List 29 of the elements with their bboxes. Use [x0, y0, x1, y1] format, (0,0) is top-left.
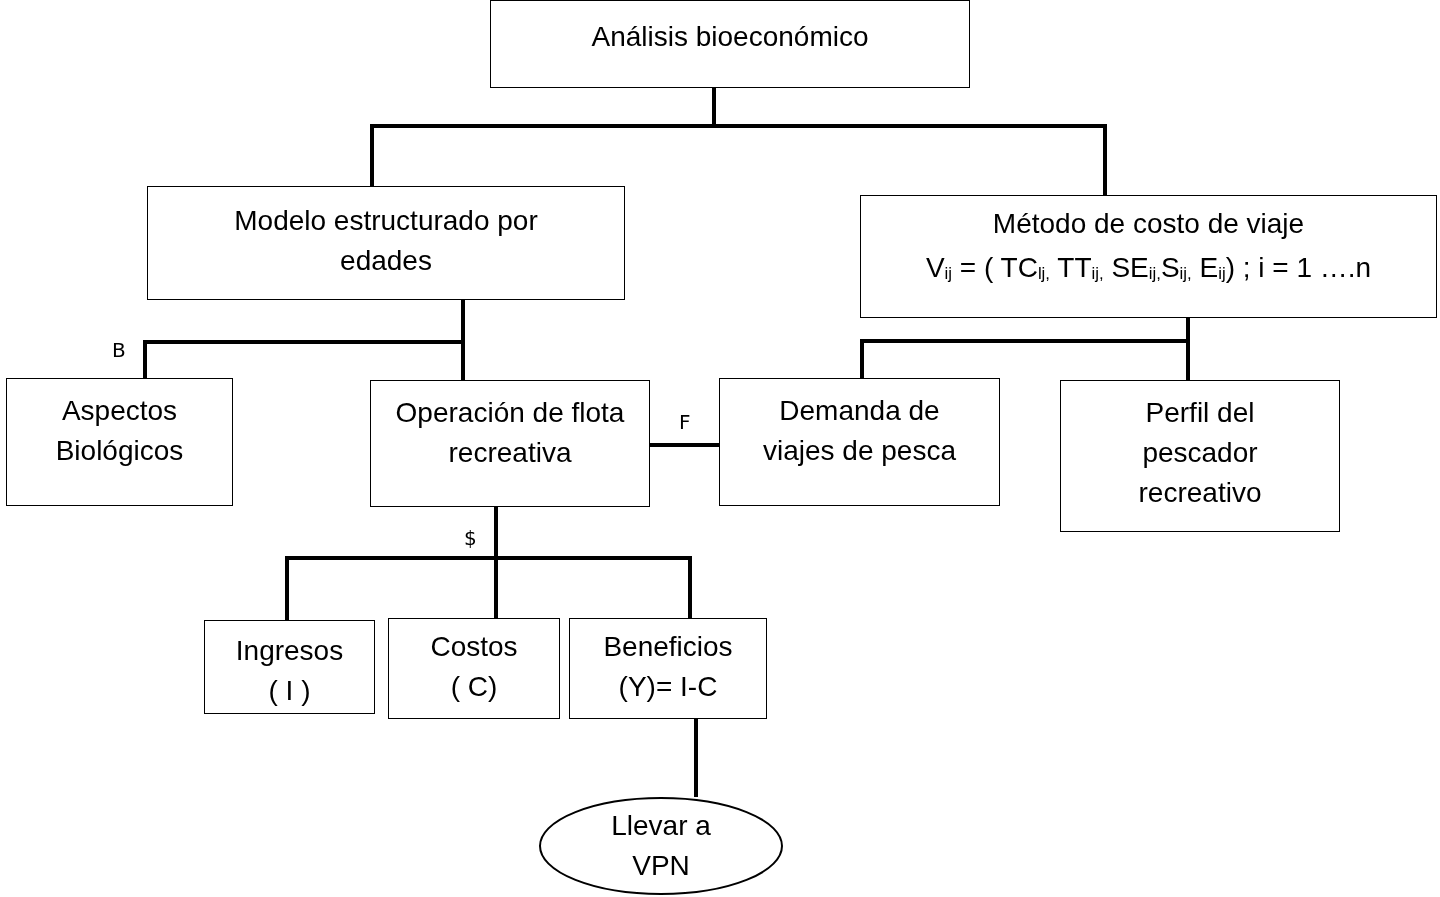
- box-text: Análisis bioeconómico: [591, 20, 869, 54]
- box-text: Método de costo de viaje: [992, 207, 1305, 241]
- box-text: Ingresos ( I ): [234, 634, 345, 708]
- connector-line: [694, 719, 698, 797]
- box-text: Beneficios (Y)= I-C: [602, 630, 734, 704]
- connector-line: [712, 88, 1107, 195]
- box-text: Demanda de viajes de pesca: [762, 394, 957, 468]
- box-text: Modelo estructurado por edades: [233, 204, 539, 278]
- process-box: [388, 618, 560, 719]
- ellipse-text: Llevar a VPN: [610, 809, 712, 883]
- process-box: [6, 378, 233, 506]
- connector-line: [650, 443, 719, 447]
- terminal-ellipse: [539, 797, 783, 895]
- process-box: [370, 380, 650, 507]
- process-box: [860, 195, 1437, 318]
- connector-line: [461, 300, 465, 380]
- connector-line: [494, 507, 692, 618]
- box-text: Aspectos Biológicos: [54, 394, 185, 468]
- process-box: [569, 618, 767, 719]
- box-text: Operación de flota recreativa: [395, 396, 625, 470]
- process-box: [204, 620, 375, 714]
- connector-line: [1186, 318, 1190, 380]
- process-box: [490, 0, 970, 88]
- box-text: Perfil del pescador recreativo: [1137, 396, 1263, 510]
- process-box: [1060, 380, 1340, 532]
- process-box: [719, 378, 1000, 506]
- process-box: [147, 186, 625, 300]
- box-text: V$_{ij}$ = ( TC$_{lj,}$ TT$_{ij,}$ SE$_{ij,}$S$_{ij,}$ E$_{ij}$) ; i = 1 ….n: [925, 251, 1372, 285]
- box-text: Costos ( C): [429, 630, 519, 704]
